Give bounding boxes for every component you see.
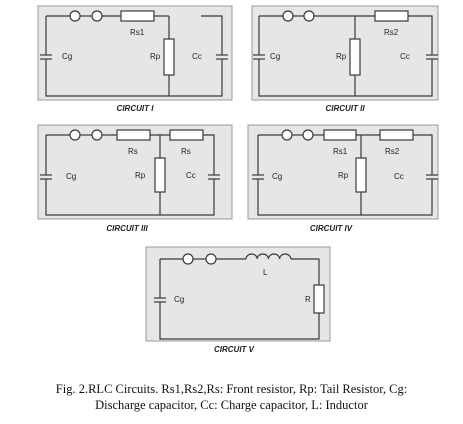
switch-terminal-1 (282, 10, 294, 22)
switch-terminal-1 (69, 10, 81, 22)
cg-label: Cg (174, 295, 184, 304)
rs2-label: Rs2 (384, 28, 399, 37)
switch-terminal-2 (302, 129, 314, 141)
switch-terminal-1 (69, 129, 81, 141)
front-resistor-rs-b (169, 129, 204, 141)
front-resistor-rs1 (323, 129, 357, 141)
rp-label: Rp (338, 171, 349, 180)
circuit-4-title: CIRCUIT IV (310, 224, 353, 233)
switch-terminal-1 (281, 129, 293, 141)
switch-terminal-2 (91, 10, 103, 22)
caption-line-1: Fig. 2.RLC Circuits. Rs1,Rs2,Rs: Front r… (55, 382, 408, 396)
caption-line-2: Discharge capacitor, Cc: Charge capacito… (95, 398, 368, 412)
circuit-4-wires (257, 134, 433, 216)
capacitor-cg (253, 54, 265, 60)
inductor-l (245, 253, 292, 260)
figure-caption: Fig. 2.RLC Circuits. Rs1,Rs2,Rs: Front r… (10, 381, 453, 413)
circuit-2-wires (258, 15, 433, 97)
cg-label: Cg (270, 52, 280, 61)
circuit-1-wires (45, 15, 223, 97)
capacitor-cc (216, 54, 228, 60)
rs-label-1: Rs (128, 147, 138, 156)
capacitor-cc (426, 54, 438, 60)
cg-label: Cg (62, 52, 72, 61)
r-label: R (305, 295, 311, 304)
circuit-4: Cg Rs1 Rs2 Rp Cc CIRCUIT IV (247, 124, 439, 233)
tail-resistor-rp (349, 38, 361, 76)
circuit-5-panel (145, 246, 331, 342)
front-resistor-rs1 (120, 10, 155, 22)
rs-label-2: Rs (181, 147, 191, 156)
rp-label: Rp (135, 171, 146, 180)
rs1-label: Rs1 (130, 28, 145, 37)
front-resistor-rs2 (374, 10, 409, 22)
circuit-1: Cg Rs1 Rp Cc CIRCUIT I (37, 5, 233, 113)
tail-resistor-rp (355, 157, 367, 193)
l-label: L (263, 268, 268, 277)
circuit-1-title: CIRCUIT I (117, 104, 155, 113)
circuit-3-panel (37, 124, 233, 220)
circuit-3-wires (45, 134, 215, 216)
front-resistor-rs2 (379, 129, 414, 141)
capacitor-cg (252, 174, 264, 180)
capacitor-cg (40, 174, 52, 180)
front-resistor-rs-a (116, 129, 151, 141)
circuit-3: Cg Rs Rs Rp Cc CIRCUIT III (37, 124, 233, 233)
cc-label: Cc (192, 52, 202, 61)
circuit-2: Cg Rs2 Rp Cc CIRCUIT II (251, 5, 439, 113)
rp-label: Rp (150, 52, 161, 61)
tail-resistor-rp (163, 38, 175, 76)
cg-label: Cg (272, 172, 282, 181)
tail-resistor-rp (154, 157, 166, 193)
switch-terminal-2 (91, 129, 103, 141)
cg-label: Cg (66, 172, 76, 181)
cc-label: Cc (394, 172, 404, 181)
rs1-label: Rs1 (333, 147, 348, 156)
rp-label: Rp (336, 52, 347, 61)
switch-terminal-1 (182, 253, 194, 265)
circuit-2-panel (251, 5, 439, 101)
circuit-2-title: CIRCUIT II (325, 104, 365, 113)
capacitor-cc (208, 174, 220, 180)
switch-terminal-2 (205, 253, 217, 265)
resistor-r (313, 284, 325, 314)
cc-label: Cc (186, 171, 196, 180)
capacitor-cg (154, 297, 166, 303)
switch-terminal-2 (303, 10, 315, 22)
circuit-1-panel (37, 5, 233, 101)
capacitor-cg (40, 54, 52, 60)
rs2-label: Rs2 (385, 147, 400, 156)
circuit-5-title: CIRCUIT V (214, 345, 255, 354)
circuit-5: Cg L R CIRCUIT V (145, 246, 331, 354)
circuit-4-panel (247, 124, 439, 220)
capacitor-cc (426, 174, 438, 180)
circuit-diagrams: Cg Rs1 Rp Cc CIRCUIT I Cg R (37, 5, 439, 354)
circuit-3-title: CIRCUIT III (106, 224, 148, 233)
cc-label: Cc (400, 52, 410, 61)
